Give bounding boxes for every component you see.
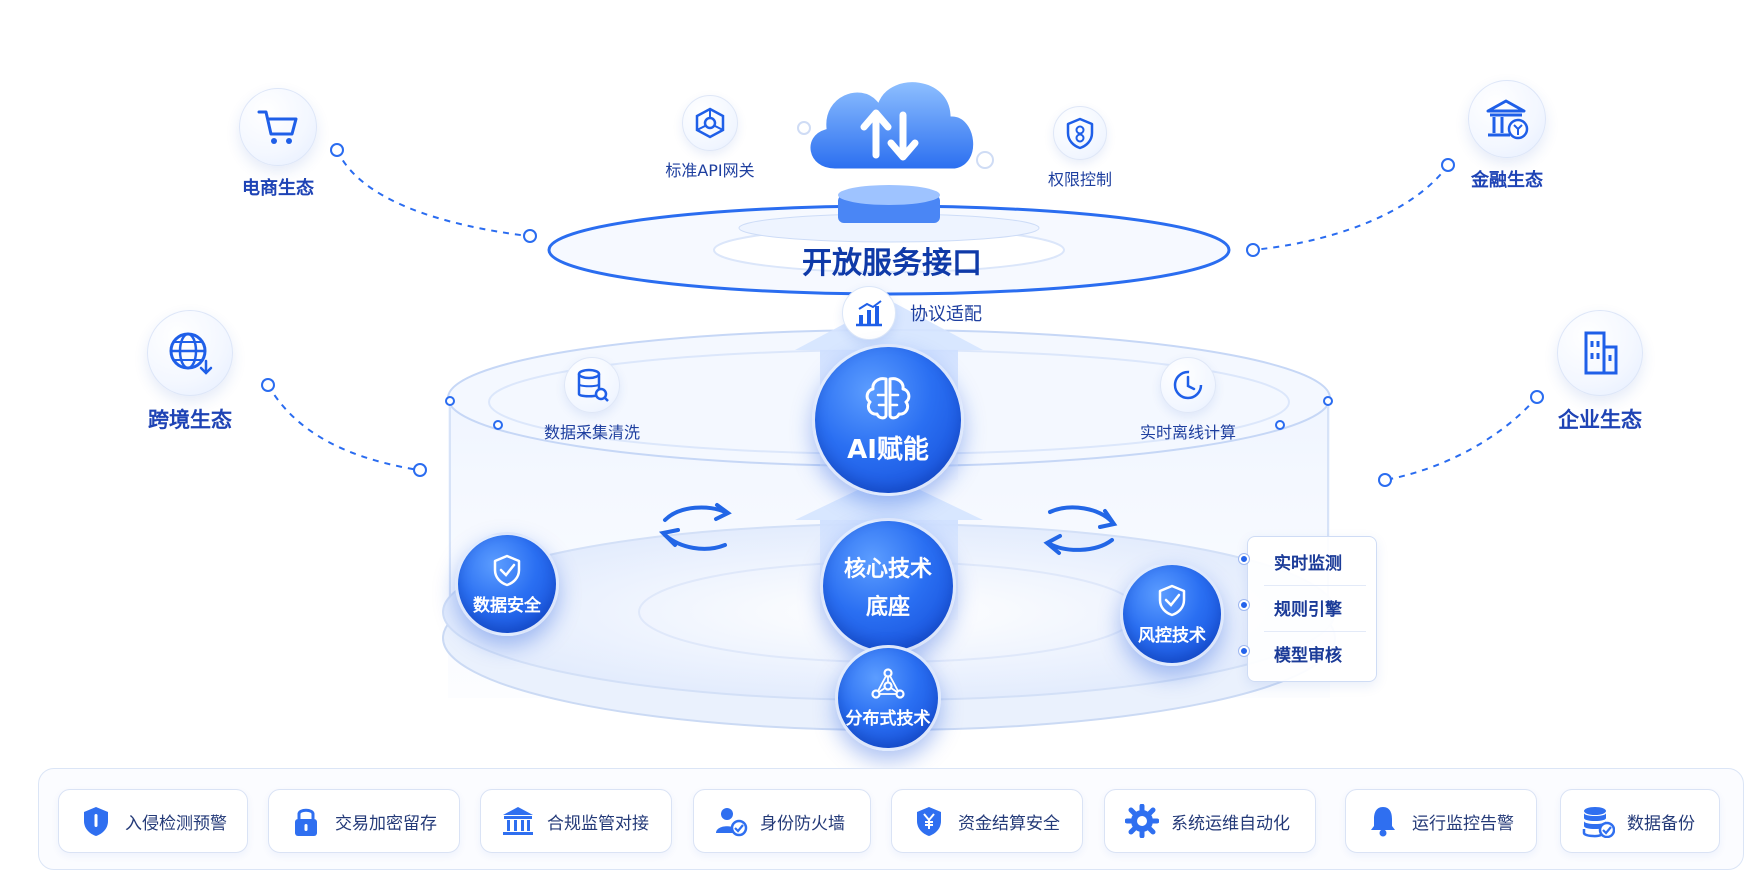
risk-item-dot <box>1239 646 1249 656</box>
protocol-label: 协议适配 <box>910 304 982 325</box>
feature-label: 系统运维自动化 <box>1171 813 1290 834</box>
ecosystem-ecommerce: 电商生态 <box>228 88 328 200</box>
protocol-adapter: 协议适配 <box>842 286 982 340</box>
risk-control-label: 风控技术 <box>1138 625 1206 646</box>
feature-fund-settlement: 资金结算安全 <box>891 789 1083 853</box>
shield-lock-icon <box>1053 106 1107 160</box>
feature-monitoring-alert: 运行监控告警 <box>1345 789 1537 853</box>
chart-icon <box>842 286 896 340</box>
distributed-tech-label: 分布式技术 <box>845 708 931 729</box>
service-label: 标准API网关 <box>665 161 755 180</box>
feature-ops-automation: 系统运维自动化 <box>1104 789 1316 853</box>
user-verify-icon <box>714 804 748 838</box>
cloud-sync-icon <box>797 79 994 172</box>
open-interface-title: 开放服务接口 <box>802 246 982 281</box>
risk-item-dot <box>1239 554 1249 564</box>
rotate-arrows-left <box>658 503 732 551</box>
globe-icon <box>147 310 233 396</box>
core-tech-line1: 核心技术 <box>843 557 932 582</box>
feature-label: 资金结算安全 <box>958 813 1060 834</box>
cloud-pedestal-top <box>838 185 940 205</box>
feature-compliance: 合规监管对接 <box>480 789 672 853</box>
brain-icon <box>865 376 911 419</box>
risk-control-node: 风控技术 <box>1120 562 1224 666</box>
shield-check-icon <box>493 554 521 586</box>
ai-empowerment-node: AI赋能 <box>812 344 964 496</box>
service-realtime-compute: 实时离线计算 <box>1108 357 1268 443</box>
institution-icon <box>501 804 535 838</box>
feature-identity-firewall: 身份防火墙 <box>693 789 871 853</box>
bank-icon <box>1468 80 1546 158</box>
ecosystem-label: 跨境生态 <box>148 408 232 432</box>
yuan-shield-icon <box>912 804 946 838</box>
risk-item: 实时监测 <box>1274 554 1342 574</box>
feature-label: 运行监控告警 <box>1412 813 1514 834</box>
clock-icon <box>1160 357 1216 413</box>
ecosystem-enterprise: 企业生态 <box>1540 310 1660 434</box>
cart-icon <box>239 88 317 166</box>
database-backup-icon <box>1581 804 1615 838</box>
feature-label: 身份防火墙 <box>760 813 845 834</box>
service-data-collection: 数据采集清洗 <box>512 357 672 443</box>
feature-label: 入侵检测预警 <box>125 813 227 834</box>
data-security-label: 数据安全 <box>473 595 541 616</box>
risk-item-divider <box>1264 585 1366 586</box>
shield-check-icon <box>1158 584 1186 616</box>
connector-endpoints <box>261 143 1544 487</box>
gear-icon <box>1125 804 1159 838</box>
risk-item-divider <box>1264 631 1366 632</box>
core-tech-node: 核心技术 底座 <box>820 518 956 654</box>
service-api-gateway: 标准API网关 <box>640 95 780 181</box>
ecosystem-finance: 金融生态 <box>1457 80 1557 192</box>
service-auth: 权限控制 <box>1020 106 1140 190</box>
ecosystem-crossborder: 跨境生态 <box>130 310 250 434</box>
ecosystem-connectors <box>267 149 1538 481</box>
risk-item-dot <box>1239 600 1249 610</box>
ecosystem-label: 电商生态 <box>242 178 314 199</box>
database-search-icon <box>564 357 620 413</box>
beam-lower-arrowhead <box>795 475 983 520</box>
feature-label: 合规监管对接 <box>547 813 649 834</box>
ecosystem-label: 企业生态 <box>1558 408 1642 432</box>
shield-alert-icon <box>79 804 113 838</box>
ai-label: AI赋能 <box>847 434 929 465</box>
risk-control-panel: 实时监测 规则引擎 模型审核 <box>1239 536 1377 682</box>
distributed-tech-node: 分布式技术 <box>835 645 941 751</box>
rotate-arrows-right <box>1043 505 1118 555</box>
core-tech-line2: 底座 <box>865 595 910 620</box>
service-label: 权限控制 <box>1047 170 1112 189</box>
bell-icon <box>1366 804 1400 838</box>
feature-label: 数据备份 <box>1627 813 1695 834</box>
feature-label: 交易加密留存 <box>335 813 437 834</box>
service-label: 实时离线计算 <box>1139 423 1236 442</box>
risk-item: 模型审核 <box>1274 646 1342 666</box>
data-security-node: 数据安全 <box>455 532 559 636</box>
risk-item: 规则引擎 <box>1274 600 1342 620</box>
feature-transaction-encryption: 交易加密留存 <box>268 789 460 853</box>
network-nodes-icon <box>871 667 905 699</box>
api-network-icon <box>682 95 738 151</box>
service-label: 数据采集清洗 <box>543 423 640 442</box>
feature-intrusion-detection: 入侵检测预警 <box>58 789 248 853</box>
building-icon <box>1557 310 1643 396</box>
feature-data-backup: 数据备份 <box>1560 789 1720 853</box>
lock-icon <box>289 804 323 838</box>
ecosystem-label: 金融生态 <box>1471 170 1543 191</box>
